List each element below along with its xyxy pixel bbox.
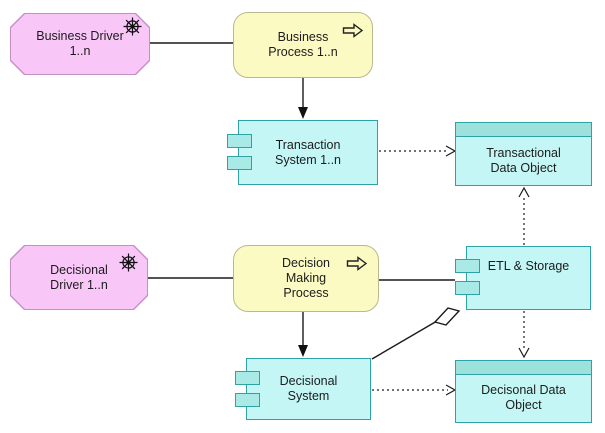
process-arrow-icon [346,256,368,271]
node-decisonal-data-object[interactable]: Decisonal Data Object [455,360,592,423]
node-label: Transaction System 1..n [275,137,341,167]
edge-decisionalsystem-etl-aggregation [371,320,438,360]
node-decisional-system[interactable]: Decisional System [235,358,371,420]
open-arrowhead [518,347,530,359]
node-decision-making-process[interactable]: Decision Making Process [233,245,379,312]
component-tab-icon [227,156,252,170]
filled-arrowhead [298,107,308,119]
data-object-header [456,123,591,137]
component-tab-icon [455,281,480,295]
component-tab-icon [227,134,252,148]
node-etl-storage[interactable]: ETL & Storage [455,246,591,310]
node-label: Transactional Data Object [486,145,561,175]
node-business-driver[interactable]: Business Driver 1..n [10,13,150,75]
helm-icon [119,253,138,272]
component-tab-icon [455,259,480,273]
node-label: Business Process 1..n [268,30,338,59]
helm-icon [123,17,142,36]
node-transactional-data-object[interactable]: Transactional Data Object [455,122,592,186]
node-decisional-driver[interactable]: Decisional Driver 1..n [10,245,148,310]
open-arrowhead [518,186,530,198]
component-tab-icon [235,393,260,407]
aggregation-diamond [433,307,461,326]
node-business-process[interactable]: Business Process 1..n [233,12,373,78]
node-label: ETL & Storage [487,259,570,273]
data-object-header [456,361,591,375]
node-label: Decision Making Process [282,256,330,300]
node-label: Business Driver 1..n [36,29,124,58]
component-tab-icon [235,371,260,385]
node-transaction-system[interactable]: Transaction System 1..n [227,120,378,185]
node-label: Decisional System [279,374,338,403]
process-arrow-icon [342,23,364,38]
open-arrowhead [445,145,457,157]
filled-arrowhead [298,345,308,357]
node-label: Decisonal Data Object [481,383,566,412]
node-label: Decisional Driver 1..n [50,262,108,292]
